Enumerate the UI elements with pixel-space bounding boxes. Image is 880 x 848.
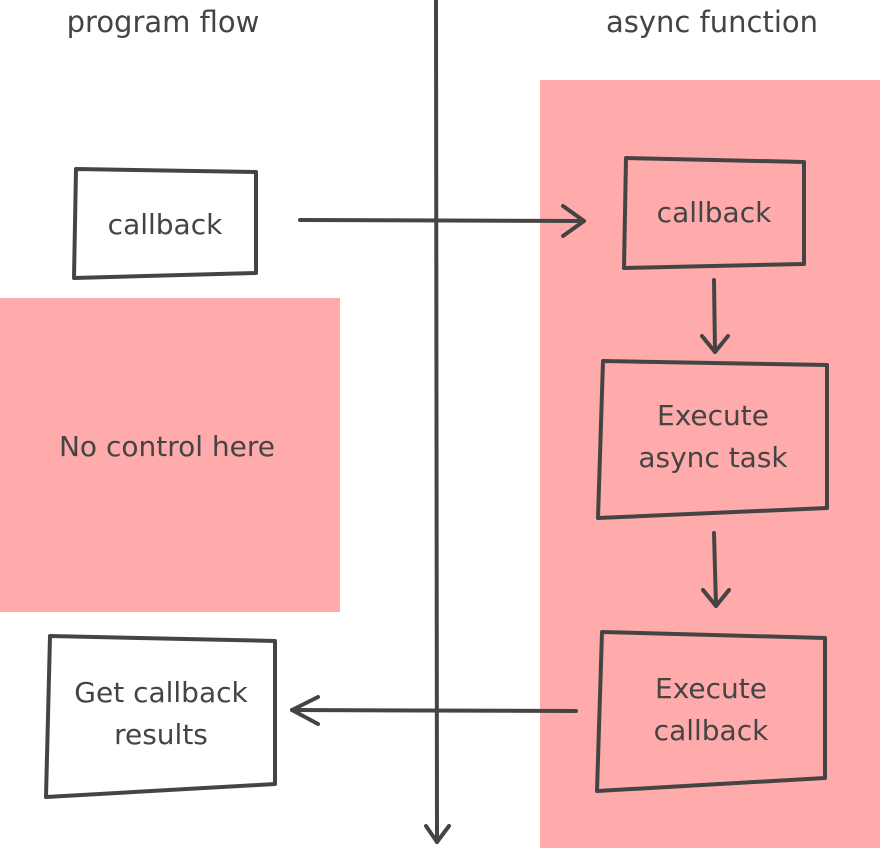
arrow-task-to-execute-callback-head bbox=[701, 588, 731, 608]
callback-box-right bbox=[622, 156, 806, 270]
arrow-callback-to-async bbox=[298, 218, 586, 223]
arrow-callback-to-async-head bbox=[561, 204, 586, 238]
arrow-callback-to-task-head bbox=[700, 334, 730, 354]
execute-callback-label-line2: callback bbox=[654, 714, 769, 747]
no-control-label: No control here bbox=[59, 430, 275, 463]
execute-async-task-box bbox=[596, 359, 829, 520]
timeline-line bbox=[434, 0, 439, 844]
timeline-arrowhead bbox=[424, 824, 451, 844]
execute-callback-box bbox=[595, 630, 827, 793]
arrow-callback-to-task bbox=[712, 278, 717, 354]
header-program-flow: program flow bbox=[67, 5, 260, 39]
get-callback-results-label-line2: results bbox=[114, 718, 208, 751]
callback-box-left bbox=[72, 167, 258, 280]
get-callback-results-box bbox=[44, 634, 277, 799]
get-callback-results-label-line1: Get callback bbox=[74, 676, 248, 709]
callback-box-right-label: callback bbox=[657, 196, 772, 229]
execute-async-task-label-line1: Execute bbox=[657, 399, 769, 432]
execute-async-task-label-line2: async task bbox=[638, 441, 788, 474]
header-async-function: async function bbox=[606, 5, 818, 39]
arrow-task-to-execute-callback bbox=[712, 531, 718, 608]
arrow-execute-to-results-head bbox=[290, 695, 320, 726]
callback-box-left-label: callback bbox=[108, 208, 223, 241]
no-control-region bbox=[0, 298, 340, 612]
execute-callback-label-line1: Execute bbox=[655, 672, 767, 705]
arrow-execute-to-results bbox=[290, 708, 578, 713]
